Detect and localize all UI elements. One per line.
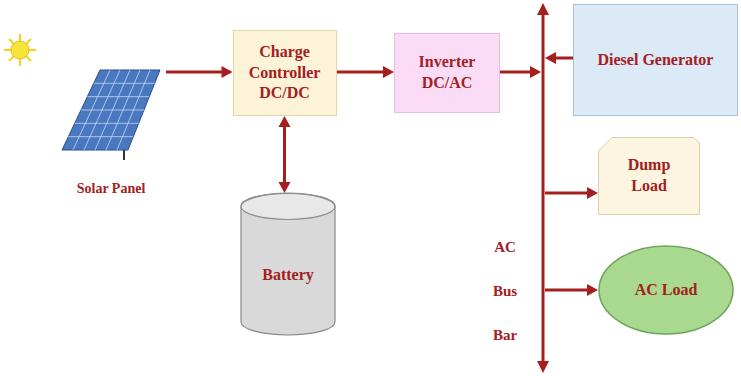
box-outline [574, 5, 738, 116]
connector-line [166, 71, 224, 74]
diesel-generator-box: Diesel Generator [573, 4, 738, 116]
node-label: Dump Load [613, 155, 685, 197]
connector-arrow [337, 66, 395, 78]
node-label: AC Load [635, 280, 698, 301]
bus-bar-line [542, 13, 545, 363]
connector-line [500, 71, 532, 74]
connector-arrow [545, 52, 573, 64]
bus-bar-graphic [531, 3, 555, 373]
solar-panel-icon [62, 70, 160, 160]
cylinder-top [241, 194, 335, 220]
connector-arrow [500, 66, 541, 78]
node-outline [240, 193, 336, 336]
connector-arrow [545, 187, 598, 199]
sun-icon [4, 34, 36, 66]
grid-line [106, 70, 140, 150]
arrowhead [279, 182, 291, 193]
grid-line [73, 70, 110, 150]
panel-grid [68, 70, 154, 150]
arrowhead [222, 66, 233, 78]
ac-bus-bar: AC Bus Bar [541, 3, 545, 373]
node-label: Battery [262, 265, 314, 286]
connector-line [283, 125, 286, 184]
node-label: Diesel Generator [598, 50, 714, 71]
battery-cylinder: Battery [240, 193, 336, 336]
connector-line [554, 57, 573, 60]
node-label: Charge Controller DC/DC [241, 42, 329, 104]
bus-bar-arrowhead [537, 361, 549, 373]
arrowhead [545, 52, 556, 64]
sun-ray [9, 39, 31, 61]
ellipse-outline [599, 246, 733, 334]
solar-panel-node: Solar Panel [56, 62, 166, 198]
arrowhead [279, 116, 291, 127]
charge-controller-box: Charge Controller DC/DC [233, 30, 337, 116]
connector-arrow [166, 66, 233, 78]
node-outline [394, 33, 500, 113]
panel-stand [123, 150, 125, 160]
panel-face [62, 70, 160, 150]
grid-line [117, 70, 150, 150]
bus-bar-arrowhead [537, 3, 549, 15]
connector-arrow [279, 116, 291, 193]
arrowhead [587, 284, 598, 296]
sun-disc [11, 41, 29, 59]
sun-ray [9, 39, 31, 61]
connector-line [545, 289, 589, 292]
inverter-box: Inverter DC/AC [394, 33, 500, 113]
ac-load-ellipse: AC Load [598, 245, 734, 335]
node-label: AC Bus Bar [485, 225, 525, 357]
dump-load-box: Dump Load [598, 137, 700, 215]
arrowhead [587, 187, 598, 199]
grid-line [95, 70, 130, 150]
node-label: Solar Panel [56, 180, 166, 198]
connector-line [337, 71, 386, 74]
box-outline [395, 34, 500, 113]
node-outline [598, 137, 700, 215]
box-outline [599, 138, 700, 215]
arrowhead [383, 66, 394, 78]
connector-arrow [545, 284, 598, 296]
cylinder-body [241, 193, 335, 335]
grid-line [84, 70, 120, 150]
arrowhead [530, 66, 541, 78]
node-label: Inverter DC/AC [402, 52, 492, 94]
connector-line [545, 192, 589, 195]
box-outline [233, 31, 336, 116]
